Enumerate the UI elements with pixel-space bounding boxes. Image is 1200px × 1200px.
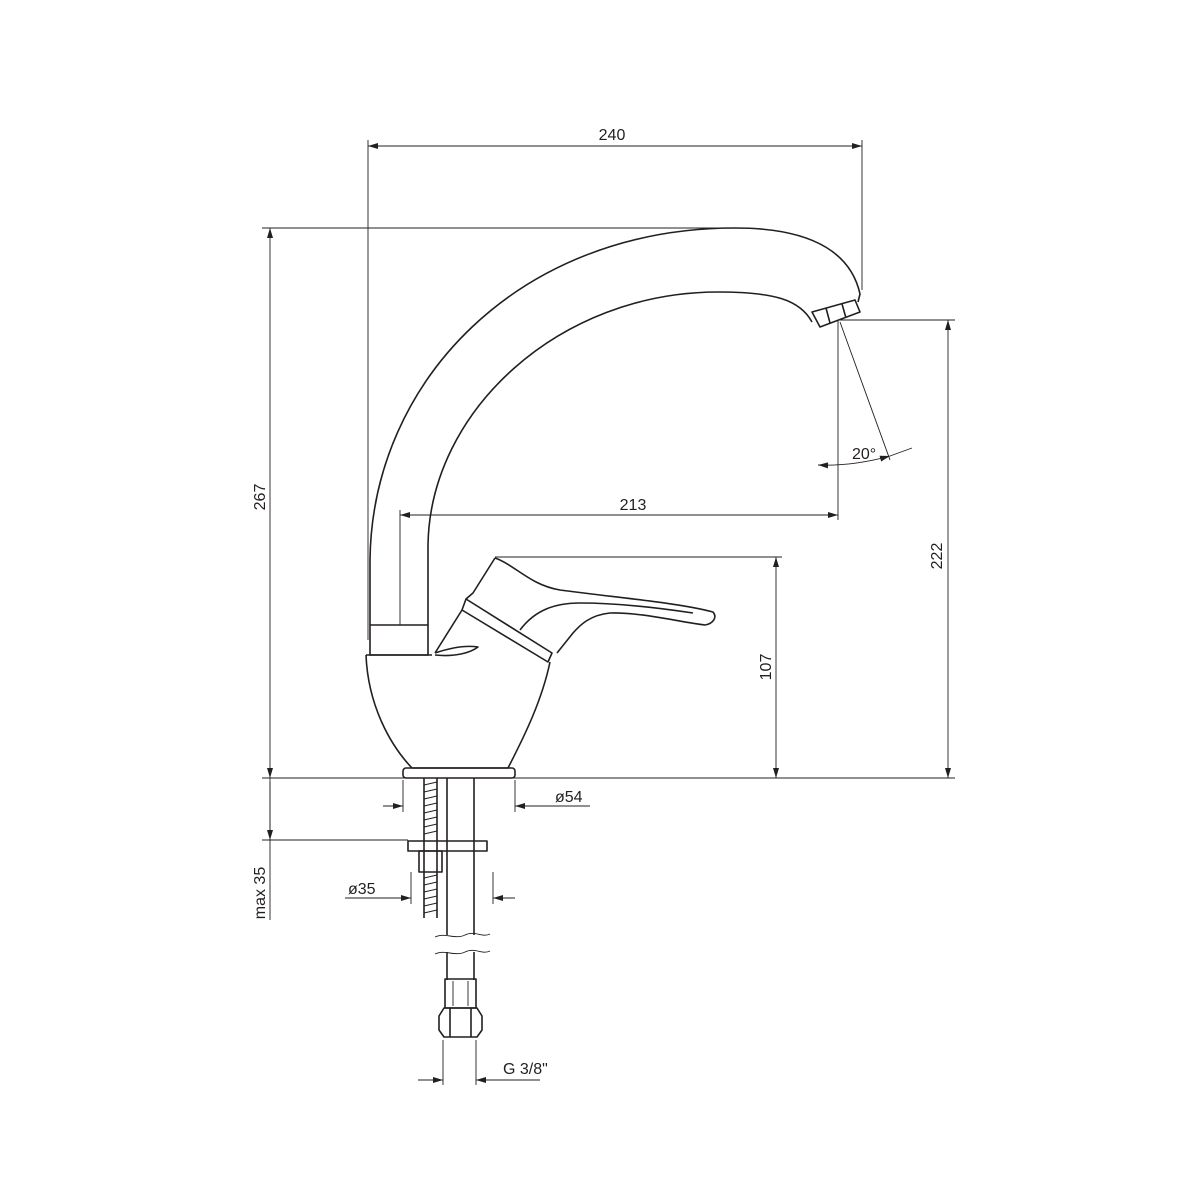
faucet-outline [365,227,861,1038]
spout-inner [427,291,813,625]
faucet-body [365,654,551,769]
label-107: 107 [758,654,775,681]
dim-angle-arc [817,455,891,469]
label-max35: max 35 [252,867,269,920]
cartridge [434,557,553,663]
label-240: 240 [599,127,626,144]
dimensions: 240 267 222 213 107 20° ø54 ø35 max 35 G… [252,127,955,1085]
lever-handle [494,557,716,654]
label-213: 213 [620,497,647,514]
label-g38: G 3/8" [503,1061,548,1078]
mounting-nut [418,850,443,873]
label-267: 267 [252,484,269,511]
spout-collar [369,624,429,656]
mounting-plate [407,840,488,852]
label-o54: ø54 [555,789,583,806]
dim-angle-axis [839,321,891,461]
label-20deg: 20° [852,446,876,463]
hose-fitting [438,978,483,1038]
break-line [434,932,491,955]
threaded-rod [423,778,438,918]
label-222: 222 [929,543,946,570]
spout [369,227,861,625]
label-o35: ø35 [348,881,376,898]
base-plate [402,767,516,779]
aerator [811,299,861,328]
